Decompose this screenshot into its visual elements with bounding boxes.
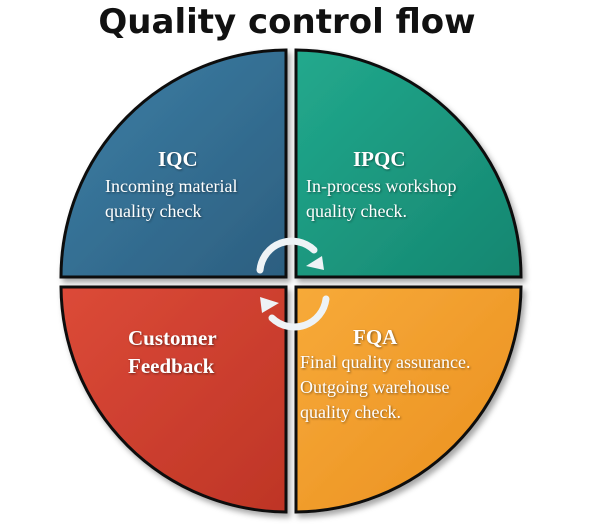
quadrant-ipqc xyxy=(294,48,523,279)
quadrant-customer-feedback xyxy=(59,285,288,514)
customer-heading-line-2: Feedback xyxy=(128,354,215,378)
iqc-description: Incoming material quality check xyxy=(105,174,237,224)
ipqc-line-2: quality check. xyxy=(306,201,407,221)
iqc-line-2: quality check xyxy=(105,201,202,221)
ipqc-label: IPQC xyxy=(353,146,406,172)
iqc-label: IQC xyxy=(158,146,198,172)
fqa-line-2: Outgoing warehouse xyxy=(300,377,450,397)
fqa-line-3: quality check. xyxy=(300,402,401,422)
ipqc-line-1: In-process workshop xyxy=(306,176,457,196)
fqa-description: Final quality assurance. Outgoing wareho… xyxy=(300,350,470,425)
fqa-line-1: Final quality assurance. xyxy=(300,352,471,372)
customer-heading-line-1: Customer xyxy=(128,326,217,350)
cycle-arrows-icon xyxy=(256,237,330,331)
iqc-line-1: Incoming material xyxy=(105,176,238,196)
quadrant-fqa xyxy=(294,285,523,514)
ipqc-heading: IPQC xyxy=(353,147,406,171)
diagram-title: Quality control flow xyxy=(98,2,476,42)
quadrant-iqc xyxy=(59,48,288,279)
iqc-heading: IQC xyxy=(158,147,198,171)
customer-feedback-label: Customer Feedback xyxy=(128,324,217,380)
ipqc-description: In-process workshop quality check. xyxy=(306,174,456,224)
fqa-label: FQA xyxy=(353,324,397,350)
fqa-heading: FQA xyxy=(353,325,398,349)
